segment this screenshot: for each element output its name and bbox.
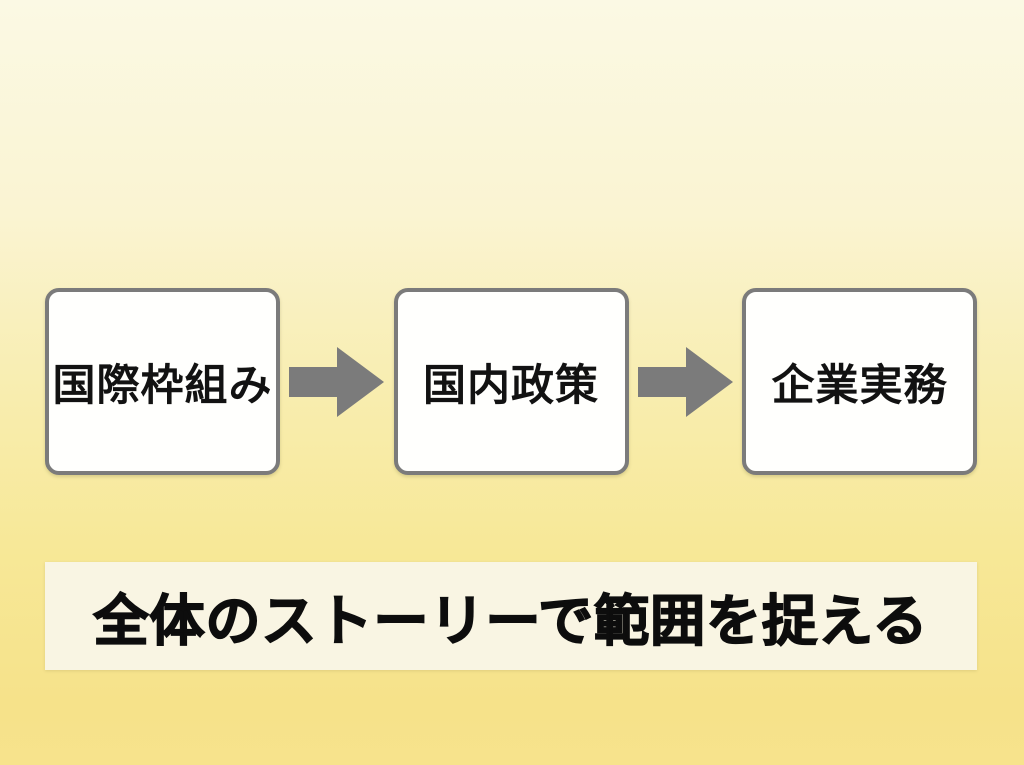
flow-box-label: 国内政策 — [423, 361, 599, 410]
flow-box-label: 企業実務 — [771, 361, 948, 410]
flow-connector — [629, 346, 743, 418]
flow-box-international-framework: 国際枠組み — [45, 288, 280, 475]
arrow-right-icon — [289, 346, 385, 417]
flow-box-corporate-practice: 企業実務 — [742, 288, 977, 475]
flow-box-domestic-policy: 国内政策 — [393, 288, 629, 475]
arrow-right-icon — [637, 346, 733, 417]
flow-box-label: 国際枠組み — [52, 361, 273, 410]
flow-diagram: 国際枠組み 国内政策 企業実務 — [45, 288, 977, 475]
caption-banner: 全体のストーリーで範囲を捉える — [45, 562, 977, 670]
caption-text: 全体のストーリーで範囲を捉える — [93, 589, 929, 653]
flow-connector — [280, 346, 394, 418]
